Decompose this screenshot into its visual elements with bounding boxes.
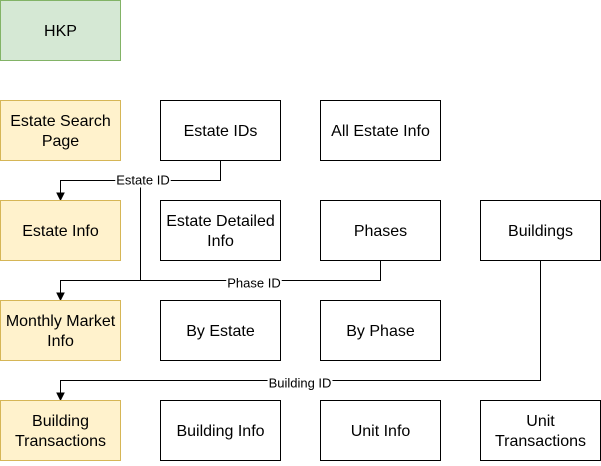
node-label: All Estate Info: [331, 123, 430, 140]
edge-label-text: Building ID: [269, 376, 332, 391]
node-label: Building: [32, 413, 89, 430]
edge-line: [60, 260, 381, 299]
node-all-estate-info: All Estate Info: [320, 100, 441, 161]
edge-label-text: Estate ID: [116, 173, 169, 188]
node-label: Estate Info: [22, 223, 99, 240]
node-label: Transactions: [15, 433, 106, 450]
edge-label-estate-id: Estate ID: [115, 172, 171, 188]
edge-label-background: [267, 375, 333, 391]
node-by-estate: By Estate: [160, 300, 281, 361]
node-label: Building Info: [176, 423, 264, 440]
node-label: Info: [207, 233, 234, 250]
node-label: Phases: [354, 223, 407, 240]
node-label: Transactions: [495, 433, 586, 450]
node-label: Monthly Market: [6, 313, 116, 330]
arrow-head-icon: [56, 192, 65, 202]
node-label: Estate IDs: [184, 123, 258, 140]
node-box: [480, 200, 601, 261]
node-unit-info: Unit Info: [320, 400, 441, 461]
edge-label-phase-id: Phase ID: [226, 275, 282, 291]
node-label: Buildings: [508, 223, 573, 240]
node-estate-info: Estate Info: [0, 200, 121, 261]
node-by-phase: By Phase: [320, 300, 441, 361]
node-box: [160, 300, 281, 361]
edge-label-background: [115, 172, 171, 188]
node-label: Page: [42, 133, 79, 150]
edge-phase-id: [56, 260, 381, 302]
node-label: By Estate: [186, 323, 255, 340]
edge-label-text: Phase ID: [227, 276, 280, 291]
node-box: [480, 400, 601, 461]
node-box: [320, 400, 441, 461]
edge-label-building-id: Building ID: [267, 375, 333, 391]
node-box: [160, 200, 281, 261]
node-box: [320, 300, 441, 361]
node-building-info: Building Info: [160, 400, 281, 461]
arrow-head-icon: [56, 292, 65, 302]
node-hkp: HKP: [0, 0, 121, 61]
node-label: Estate Detailed: [166, 213, 275, 230]
node-label: Unit Info: [351, 423, 411, 440]
node-estate-ids: Estate IDs: [160, 100, 281, 161]
node-label: Unit: [526, 413, 555, 430]
node-buildings: Buildings: [480, 200, 601, 261]
node-box: [0, 200, 121, 261]
node-label: Info: [47, 333, 74, 350]
node-label: Estate Search: [10, 113, 111, 130]
node-box: [0, 100, 121, 161]
node-box: [0, 300, 121, 361]
node-label: By Phase: [346, 323, 415, 340]
edges-layer: [56, 160, 541, 402]
arrow-head-icon: [56, 392, 65, 402]
node-box: [160, 100, 281, 161]
node-box: [320, 100, 441, 161]
node-box: [0, 400, 121, 461]
node-label: HKP: [44, 23, 77, 40]
node-box: [320, 200, 441, 261]
node-box: [0, 0, 121, 61]
node-phases: Phases: [320, 200, 441, 261]
edge-labels-layer: Estate ID Phase ID Building ID: [115, 172, 333, 391]
edge-label-background: [226, 275, 282, 291]
